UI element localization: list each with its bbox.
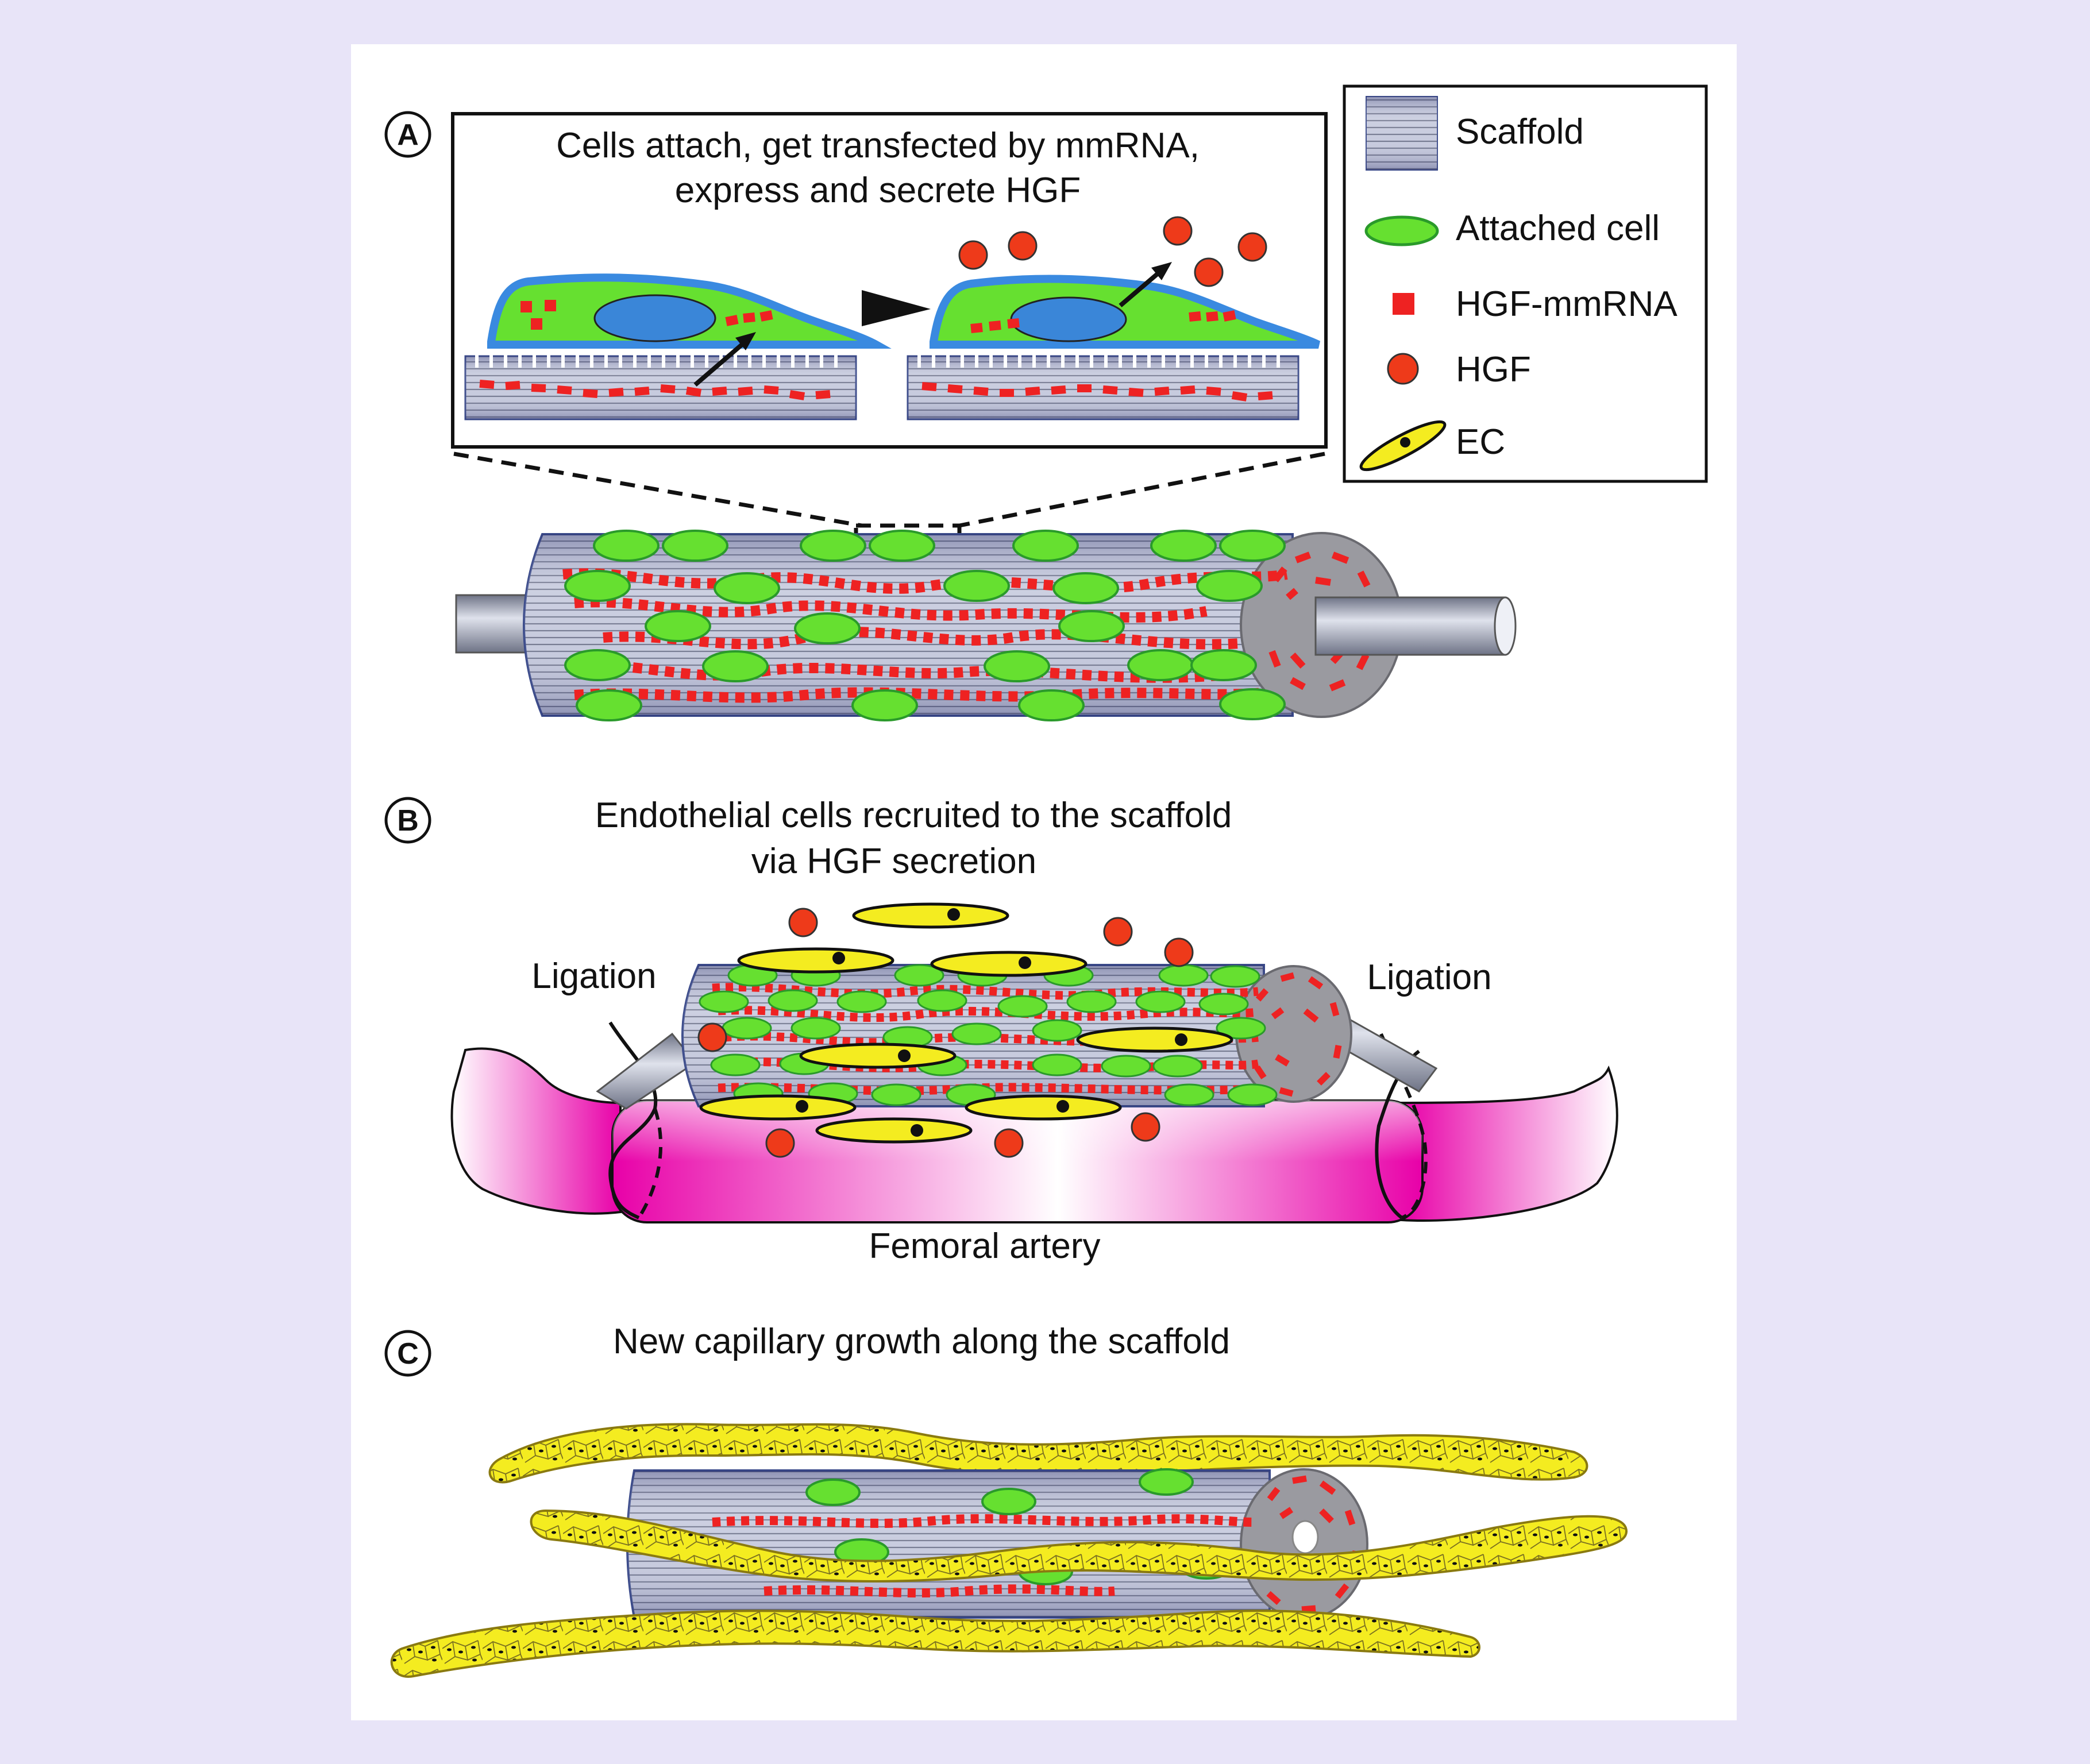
panel-c-badge: [384, 1330, 431, 1377]
panel-b-caption-line2: via HGF secretion: [751, 842, 1036, 881]
panel-a-badge: [384, 111, 431, 158]
inset-cell-left: [487, 273, 892, 387]
capillary-top: [488, 1423, 1588, 1484]
legend-label-attached-cell: Attached cell: [1456, 209, 1660, 248]
legend-label-scaffold: Scaffold: [1456, 112, 1584, 152]
panel-b-letter: B: [397, 804, 419, 837]
panel-b-caption-line1: Endothelial cells recruited to the scaff…: [595, 796, 1232, 835]
panel-a-letter: A: [397, 118, 419, 152]
artery-label: Femoral artery: [869, 1226, 1100, 1266]
panel-b: B Endothelial cells recruited to the sca…: [384, 796, 1618, 1266]
ligation-label-left: Ligation: [531, 956, 656, 996]
capillary-middle: [530, 1509, 1628, 1582]
panel-c-letter: C: [397, 1337, 419, 1371]
nucleus-left: [593, 294, 716, 342]
legend-label-ec: EC: [1456, 422, 1505, 462]
inset-scaffold-right: [907, 352, 1299, 420]
capillary-bottom: [390, 1609, 1480, 1678]
endothelial-cells: [699, 902, 1233, 1144]
inset-scaffold-left: [464, 352, 857, 420]
legend: Scaffold Attached cell HGF-mmRNA HGF EC: [1343, 84, 1708, 483]
inset-hgf-particles: [958, 216, 1267, 287]
hgf-mmrna-icon: [1393, 293, 1414, 315]
panel-c: C New capillary growth along the scaffol…: [384, 1322, 1628, 1678]
ec-icon: [1359, 420, 1447, 472]
nucleus-right: [1010, 296, 1127, 342]
legend-label-hgf-mmrna: HGF-mmRNA: [1456, 284, 1678, 324]
scaffold-icon: [1366, 96, 1438, 171]
scaffold-a: [455, 530, 1517, 721]
attached-cell-icon: [1364, 215, 1439, 246]
progression-arrow-icon: [862, 290, 931, 326]
panel-a-caption-line1: Cells attach, get transfected by mmRNA,: [556, 126, 1200, 165]
panel-b-badge: [384, 797, 431, 844]
rod-right: [1314, 596, 1506, 656]
ligation-label-right: Ligation: [1367, 958, 1491, 997]
legend-label-hgf: HGF: [1456, 350, 1531, 389]
hgf-particles-b: [697, 908, 1194, 1158]
connector-tube-left: [596, 1032, 697, 1110]
scaffold-b: [681, 964, 1352, 1107]
panel-a-caption-line2: express and secrete HGF: [675, 171, 1081, 210]
panel-a: A Cells attach, get transfected by mmRNA…: [384, 111, 1517, 721]
inset-cell-right: [930, 262, 1321, 349]
hgf-icon: [1387, 353, 1419, 385]
panel-c-caption: New capillary growth along the scaffold: [613, 1322, 1230, 1361]
